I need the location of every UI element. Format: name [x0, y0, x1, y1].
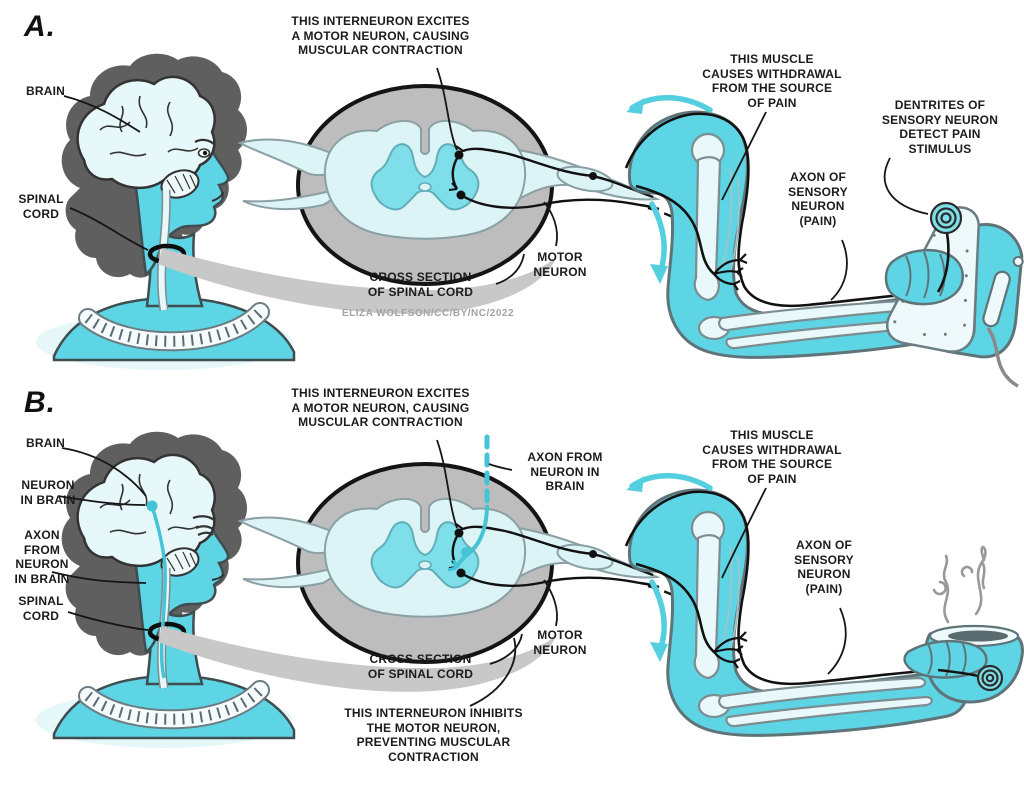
inhibitory-synapse-fork	[447, 559, 458, 572]
brain-neuron-cell-body	[146, 500, 158, 512]
label-motor-neuron-a: MOTOR NEURON	[533, 250, 587, 279]
leader-spinal-b	[67, 611, 149, 631]
label-cross-section-a: CROSS SECTION OF SPINAL CORD	[367, 270, 474, 299]
leader-dentrites-a	[883, 157, 929, 215]
leader-axon-a	[830, 239, 848, 301]
caption-interneuron-excites-a: THIS INTERNEURON EXCITES A MOTOR NEURON,…	[291, 14, 470, 58]
hand-on-iron	[884, 248, 964, 306]
caption-axon-sensory-b: AXON OF SENSORY NEURON (PAIN)	[794, 538, 854, 596]
head-illustration-a	[36, 54, 294, 370]
iron-handle	[982, 270, 1011, 328]
caption-interneuron-excites-b: THIS INTERNEURON EXCITES A MOTOR NEURON,…	[291, 386, 470, 430]
pupil-a	[202, 150, 208, 156]
hand-on-cup	[903, 640, 988, 679]
steam-icon	[932, 545, 987, 624]
leader-interneuron-b	[436, 439, 458, 529]
caption-interneuron-inhibits: THIS INTERNEURON INHIBITS THE MOTOR NEUR…	[344, 706, 523, 764]
mouth-b	[211, 573, 225, 581]
label-brain-a: BRAIN	[26, 84, 65, 98]
leader-inhibits-b	[469, 637, 517, 707]
leader-brain-a	[63, 95, 141, 133]
leader-cross-a	[495, 253, 525, 285]
pain-rings-b	[976, 664, 1004, 692]
cup-finger-lines	[927, 640, 967, 677]
panel-a-letter: A.	[24, 10, 56, 43]
leader-lines-a	[63, 67, 929, 301]
inhibitory-interneuron-cell-body	[461, 547, 471, 557]
arm-illustration-b	[626, 476, 966, 736]
leader-motor-b	[543, 579, 558, 627]
cup-liquid	[948, 630, 1008, 642]
leader-spinal-a	[69, 207, 149, 251]
label-spinal-cord-a: SPINAL CORD	[18, 192, 64, 221]
iron-knob	[1012, 255, 1024, 267]
leader-neuron-b	[57, 495, 146, 506]
credit-line: ELIZA WOLFSON/CC/BY/NC/2022	[341, 308, 515, 319]
label-axon-from-neuron-left: AXON FROM NEURON IN BRAIN	[14, 528, 70, 586]
caption-dentrites: DENTRITES OF SENSORY NEURON DETECT PAIN …	[881, 98, 999, 156]
eye-closed-b	[195, 525, 215, 536]
caption-muscle-withdrawal-a: THIS MUSCLE CAUSES WITHDRAWAL FROM THE S…	[702, 52, 842, 110]
eyebrow-a	[194, 138, 216, 146]
leader-axonleft-b	[51, 571, 147, 584]
panel-b-letter: B.	[24, 386, 56, 419]
caption-muscle-withdrawal-b: THIS MUSCLE CAUSES WITHDRAWAL FROM THE S…	[702, 428, 842, 486]
leader-interneuron-a	[436, 67, 458, 151]
caption-axon-sensory-a: AXON OF SENSORY NEURON (PAIN)	[788, 170, 848, 228]
label-brain-b: BRAIN	[26, 436, 65, 450]
leader-muscle-b	[721, 487, 767, 579]
label-neuron-in-brain: NEURON IN BRAIN	[20, 478, 76, 507]
label-spinal-cord-b: SPINAL CORD	[18, 594, 64, 623]
leader-brain-b	[61, 447, 147, 497]
pain-rings-a	[929, 201, 963, 235]
eyebrow-b	[192, 515, 215, 521]
panel-a-art	[36, 54, 1024, 388]
label-axon-from-neuron-right: AXON FROM NEURON IN BRAIN	[527, 450, 603, 494]
leader-cross-b	[489, 633, 523, 665]
leader-axon-b	[827, 607, 847, 675]
label-cross-section-b: CROSS SECTION OF SPINAL CORD	[367, 652, 474, 681]
leader-muscle-a	[721, 111, 767, 201]
leader-lines-b	[51, 439, 847, 707]
leader-motor-a	[543, 201, 558, 247]
brain-neuron-axon	[150, 505, 167, 679]
power-cord	[986, 327, 1019, 388]
leader-axonright-b	[488, 463, 513, 471]
label-motor-neuron-b: MOTOR NEURON	[533, 628, 587, 657]
panel-b-art	[36, 432, 1024, 748]
mouth-a	[211, 191, 224, 202]
